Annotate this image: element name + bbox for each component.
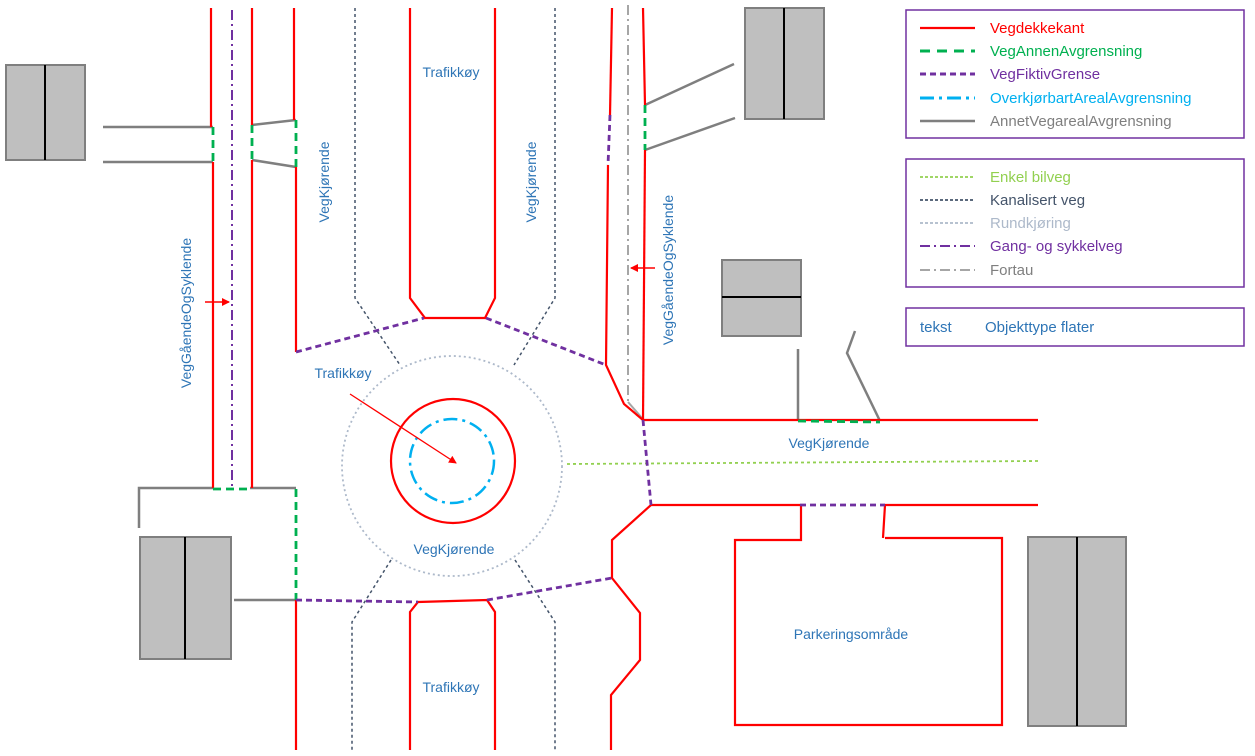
- legend2-label: Fortau: [990, 262, 1033, 279]
- legend3-sample: tekst: [920, 319, 953, 336]
- legend1-label: VegAnnenAvgrensning: [990, 43, 1142, 60]
- label-vegkjorende-round: VegKjørende: [414, 541, 495, 557]
- legend1-item-veg-fiktiv: VegFiktivGrense: [920, 66, 1100, 83]
- legend2-label: Enkel bilveg: [990, 169, 1071, 186]
- enkel-bilveg-line: [566, 460, 1039, 465]
- legend1-item-vegdekkekant: Vegdekkekant: [920, 20, 1085, 37]
- veg-fiktiv-lines: [295, 114, 885, 604]
- legend1-label: AnnetVegarealAvgrensning: [990, 113, 1172, 130]
- kanalisert-veg-lines: [351, 8, 556, 750]
- legend1-item-veg-annen: VegAnnenAvgrensning: [920, 43, 1142, 60]
- building-bottom-left: [139, 536, 232, 660]
- legend2-label: Gang- og sykkelveg: [990, 238, 1123, 255]
- arrows: [205, 264, 655, 464]
- legend-area-text: tekst Objekttype flater: [905, 307, 1245, 347]
- fortau-line-right-end: [627, 401, 643, 419]
- annet-vegareal-lines: [103, 62, 882, 602]
- centerlines: [231, 5, 643, 488]
- buildings: [5, 7, 1127, 727]
- label-parkering: Parkeringsområde: [794, 626, 909, 642]
- legend-object-lines: Vegdekkekant VegAnnenAvgrensning VegFikt…: [905, 9, 1245, 139]
- label-vegkjorende-east: VegKjørende: [789, 435, 870, 451]
- legend2-item-enkel-bilveg: Enkel bilveg: [920, 169, 1071, 186]
- legend1-label: OverkjørbartArealAvgrensning: [990, 90, 1191, 107]
- arrow-trafikkoy-center: [349, 393, 457, 464]
- legend2-item-fortau: Fortau: [920, 262, 1033, 279]
- veg-annen-lines: [211, 105, 881, 600]
- building-bottom-right: [1027, 536, 1127, 727]
- legend-road-types: Enkel bilveg Kanalisert veg Rundkjøring …: [905, 158, 1245, 288]
- overkjorbart-circle: [408, 417, 496, 505]
- label-vegkjorende-left: VegKjørende: [316, 141, 332, 222]
- legend1-item-annet-vegareal: AnnetVegarealAvgrensning: [920, 113, 1172, 130]
- legend2-item-gang-sykkel: Gang- og sykkelveg: [920, 238, 1123, 255]
- legend2-item-kanalisert-veg: Kanalisert veg: [920, 192, 1085, 209]
- legend2-label: Kanalisert veg: [990, 192, 1085, 209]
- label-gs-right: VegGåendeOgSyklende: [660, 195, 676, 345]
- legend3-label: Objekttype flater: [985, 319, 1094, 336]
- legend2-label: Rundkjøring: [990, 215, 1071, 232]
- label-trafikkoy-bottom: Trafikkøy: [422, 679, 479, 695]
- legend1-item-overkjorbart: OverkjørbartArealAvgrensning: [920, 90, 1191, 107]
- vegdekkekant-lines: [209, 7, 1038, 750]
- label-trafikkoy-center: Trafikkøy: [314, 365, 371, 381]
- legend1-label: Vegdekkekant: [990, 20, 1085, 37]
- label-trafikkoy-top: Trafikkøy: [422, 64, 479, 80]
- legend2-item-rundkjoring: Rundkjøring: [920, 215, 1071, 232]
- building-mid-right: [721, 259, 802, 337]
- label-vegkjorende-mid: VegKjørende: [523, 141, 539, 222]
- building-top-right: [744, 7, 825, 120]
- building-top-left: [5, 64, 86, 161]
- legend1-label: VegFiktivGrense: [990, 66, 1100, 83]
- label-gs-left: VegGåendeOgSyklende: [178, 238, 194, 388]
- area-labels: Trafikkøy Trafikkøy Trafikkøy VegKjørend…: [178, 64, 908, 695]
- rundkjoring-circle: [341, 355, 563, 577]
